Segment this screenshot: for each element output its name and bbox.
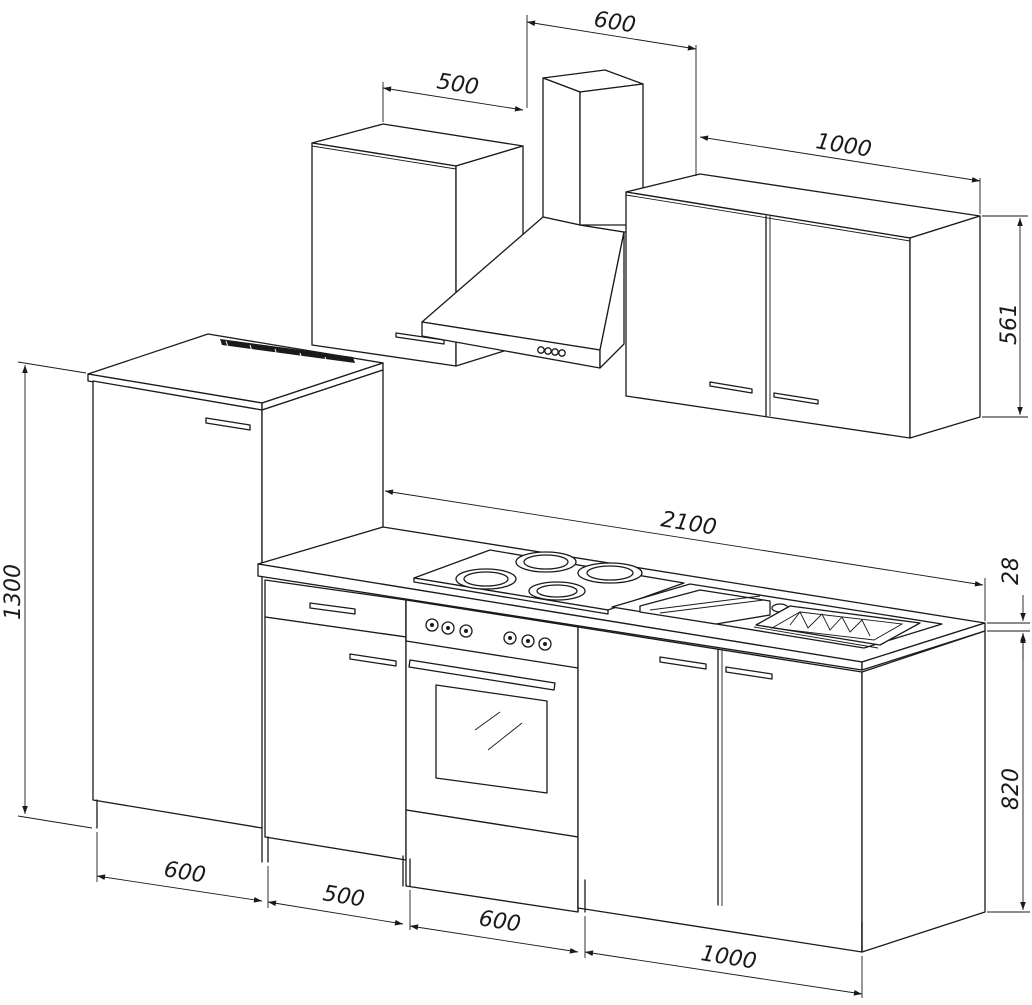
tall-cabinet-handle [205,417,251,431]
label-wall-cabinet-small-width: 500 [435,69,480,100]
oven-knobs [425,618,552,651]
dimension-lines [17,15,1030,998]
label-bottom-drawer-unit-width: 500 [321,881,366,912]
tall-fridge-cabinet [87,333,384,863]
oven-window [435,684,548,794]
label-tall-cabinet-height: 1300 [1,564,26,620]
label-wall-cabinet-large-width: 1000 [814,129,873,162]
drawer-handle [309,602,356,615]
label-bottom-oven-width: 600 [477,906,522,937]
extractor-hood [421,69,644,369]
tall-cabinet-vent-grille [220,339,355,364]
hood-control-buttons [537,346,566,357]
drawer-unit-door [264,616,407,861]
drawer-unit-door-handle [349,653,397,667]
oven-door-handle [408,659,556,691]
sink-unit-left-handle [659,656,707,670]
label-bottom-sink-unit-width: 1000 [699,941,758,974]
label-counter-thickness: 28 [999,557,1024,585]
wall-cabinet-large-right-handle [773,392,819,405]
stainless-sink [611,583,943,649]
base-units [257,526,986,953]
wall-cabinet-large-left-handle [709,381,753,394]
label-wall-cabinet-height: 561 [997,303,1022,345]
sink-unit-side [861,630,986,953]
sink-unit-right-handle [725,666,773,680]
sink-unit-body [577,626,863,953]
label-base-height: 820 [999,768,1024,810]
label-bottom-tall-width: 600 [162,857,207,888]
wall-cabinet-large [625,173,981,439]
